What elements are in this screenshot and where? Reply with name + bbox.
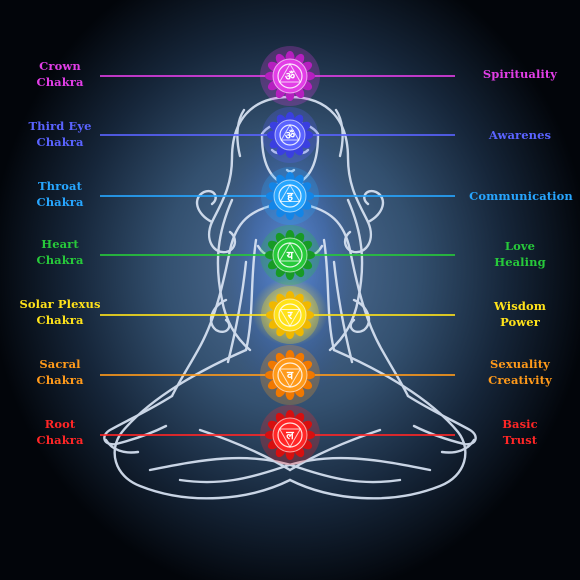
label-wisdom-power: Wisdom Power	[455, 298, 580, 330]
chakra-glyph-sacral: व	[286, 369, 294, 382]
chakra-triangle-third-eye	[280, 124, 300, 141]
label-solar-plexus-chakra: Solar Plexus Chakra	[0, 296, 125, 328]
chakra-triangle-crown	[278, 63, 302, 83]
chakra-symbol-third-eye: ॐ	[262, 107, 318, 163]
label-crown-line1: Crown	[39, 59, 81, 73]
chakra-symbols: ॐ ॐ ह य र व ल	[260, 46, 320, 465]
label-basic-line1: Basic	[502, 417, 538, 431]
chakra-symbol-throat: ह	[261, 167, 319, 225]
label-crown-line2: Chakra	[36, 75, 84, 89]
chakra-triangle-root	[278, 428, 302, 448]
label-sacral-line1: Sacral	[39, 357, 81, 371]
label-love-line1: Love	[504, 239, 536, 253]
label-throat-line1: Throat	[37, 179, 82, 193]
label-communication: Communication	[442, 188, 580, 204]
label-basic-trust: Basic Trust	[455, 416, 580, 448]
label-third-eye-line1: Third Eye	[28, 119, 92, 133]
label-healing-line2: Healing	[494, 255, 546, 269]
chakra-triangle-heart	[278, 242, 302, 262]
chakra-triangle-throat	[279, 184, 301, 202]
label-communication-line1: Communication	[469, 189, 573, 203]
label-sacral-line2: Chakra	[36, 373, 84, 387]
label-spirituality-line1: Spirituality	[482, 67, 558, 81]
chakra-symbol-sacral: व	[260, 345, 320, 405]
label-crown-chakra: Crown Chakra	[0, 58, 125, 90]
label-heart-line1: Heart	[41, 237, 79, 251]
label-sexuality-creativity: Sexuality Creativity	[455, 356, 580, 388]
chakra-glyph-throat: ह	[286, 190, 294, 203]
label-throat-chakra: Throat Chakra	[0, 178, 125, 210]
label-trust-line2: Trust	[502, 433, 538, 447]
label-heart-chakra: Heart Chakra	[0, 236, 125, 268]
label-awarenes-line1: Awarenes	[488, 128, 552, 142]
label-solar-line1: Solar Plexus	[19, 297, 101, 311]
chakra-triangle-sacral	[278, 368, 302, 388]
label-root-chakra: Root Chakra	[0, 416, 125, 448]
chakra-triangle-solar	[279, 309, 301, 327]
label-throat-line2: Chakra	[36, 195, 84, 209]
label-sexuality-line1: Sexuality	[490, 357, 550, 371]
label-solar-line2: Chakra	[36, 313, 84, 327]
chakra-symbol-root: ल	[260, 405, 320, 465]
label-heart-line2: Chakra	[36, 253, 84, 267]
label-third-eye-chakra: Third Eye Chakra	[0, 118, 125, 150]
chakra-glyph-solar: र	[287, 309, 293, 322]
chakra-symbol-crown: ॐ	[260, 46, 320, 106]
label-power-line2: Power	[500, 315, 540, 329]
chakra-glyph-crown: ॐ	[285, 70, 295, 83]
chakra-glyph-third-eye: ॐ	[285, 129, 295, 142]
label-root-line2: Chakra	[36, 433, 84, 447]
chakra-glyph-root: ल	[285, 429, 294, 442]
label-root-line1: Root	[44, 417, 76, 431]
label-third-eye-line2: Chakra	[36, 135, 84, 149]
label-awarenes: Awarenes	[455, 127, 580, 143]
chakra-core-third-eye	[274, 119, 306, 151]
chakra-symbol-heart: य	[260, 225, 320, 285]
chakra-symbol-solar: र	[261, 286, 319, 344]
label-creativity-line2: Creativity	[488, 373, 552, 387]
label-love-healing: Love Healing	[455, 238, 580, 270]
label-spirituality: Spirituality	[455, 66, 580, 82]
label-wisdom-line1: Wisdom	[493, 299, 547, 313]
label-sacral-chakra: Sacral Chakra	[0, 356, 125, 388]
chakra-glyph-heart: य	[286, 249, 294, 262]
